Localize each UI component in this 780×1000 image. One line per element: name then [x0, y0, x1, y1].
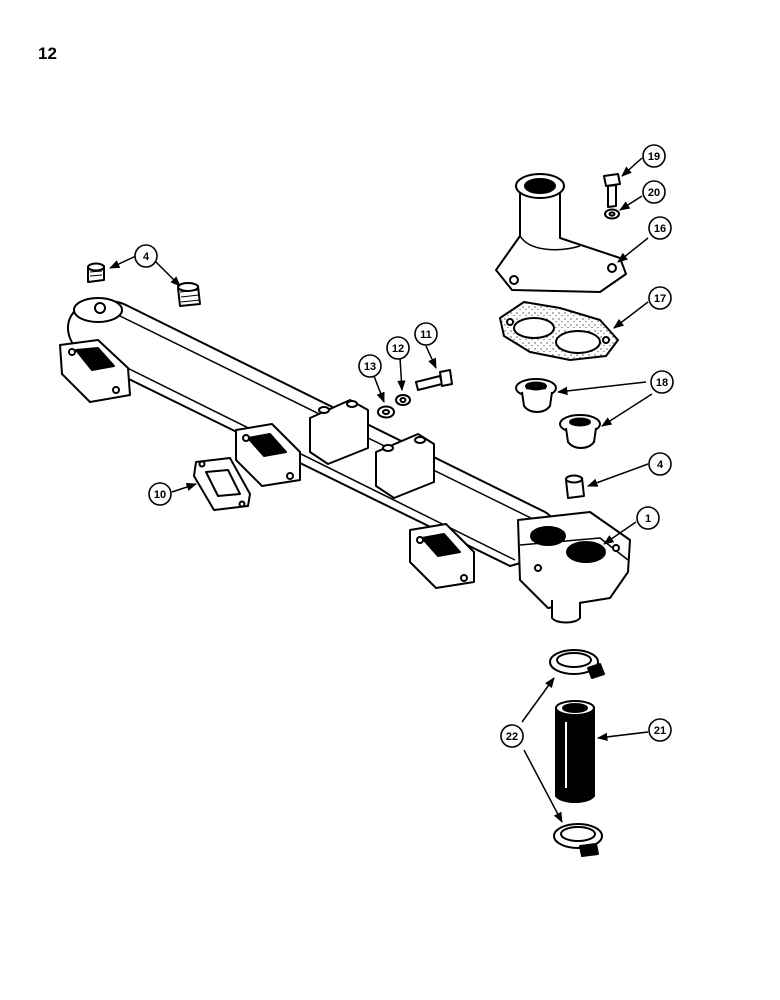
callout-17: 17: [648, 286, 672, 310]
leader-line-12: [397, 357, 406, 392]
thermostat-gasket-17: [499, 301, 619, 361]
leader-line-22-upper: [521, 677, 555, 723]
callout-12: 12: [386, 336, 410, 360]
leader-line-21: [596, 731, 649, 742]
bolt-11: [415, 369, 453, 391]
svg-text:19: 19: [648, 151, 660, 163]
callout-11: 11: [414, 322, 438, 346]
svg-text:18: 18: [656, 377, 668, 389]
plug-4-top-left: [87, 262, 105, 283]
svg-text:4: 4: [657, 459, 664, 471]
leader-line-13: [373, 375, 385, 403]
callout-19: 19: [642, 144, 666, 168]
mounting-boss-left: [309, 399, 369, 465]
leader-line-22-lower: [523, 749, 563, 823]
leader-line-20: [619, 195, 643, 211]
svg-text:1: 1: [645, 513, 651, 525]
svg-text:20: 20: [648, 187, 660, 199]
leader-line-18-upper: [556, 381, 647, 396]
leader-line-16: [617, 237, 649, 263]
leader-line-4b: [587, 463, 649, 487]
svg-text:22: 22: [506, 731, 518, 743]
thermostat-18-lower: [559, 414, 601, 449]
washer-20: [604, 208, 620, 220]
callout-20: 20: [642, 180, 666, 204]
svg-text:13: 13: [364, 361, 376, 373]
exhaust-gasket-10: [193, 457, 251, 511]
callout-4-upper: 4: [134, 244, 158, 268]
center-exhaust-flange: [235, 423, 301, 487]
svg-text:21: 21: [654, 725, 666, 737]
callout-18: 18: [650, 370, 674, 394]
leader-line-10: [171, 483, 197, 493]
leader-line-19: [621, 157, 643, 177]
svg-text:4: 4: [143, 251, 150, 263]
leader-line-4a-threaded: [155, 261, 181, 287]
callout-1: 1: [636, 506, 660, 530]
plug-4-threaded: [177, 282, 201, 307]
svg-text:17: 17: [654, 293, 666, 305]
lock-washer-12: [395, 394, 411, 406]
callout-13: 13: [358, 354, 382, 378]
callout-4-lower: 4: [648, 452, 672, 476]
plug-4-right: [565, 474, 585, 499]
svg-text:10: 10: [154, 489, 166, 501]
leader-line-11: [425, 345, 437, 369]
svg-text:12: 12: [392, 343, 404, 355]
svg-text:11: 11: [420, 329, 432, 341]
front-exhaust-flange: [409, 523, 475, 589]
callout-21: 21: [648, 718, 672, 742]
hose-21: [555, 700, 595, 803]
washer-13: [377, 405, 395, 419]
bolt-19: [603, 173, 621, 208]
mounting-boss-right: [375, 433, 435, 499]
thermostat-housing-16: [495, 173, 627, 293]
page-number: 12: [38, 44, 57, 63]
callout-16: 16: [648, 216, 672, 240]
leader-line-18-lower: [601, 393, 653, 427]
callout-22: 22: [500, 724, 524, 748]
leader-line-4a-plug: [109, 255, 137, 269]
svg-text:16: 16: [654, 223, 666, 235]
leader-line-17: [613, 301, 649, 329]
callout-10: 10: [148, 482, 172, 506]
hose-clamp-22-upper: [549, 649, 605, 679]
thermostat-18-upper: [515, 378, 557, 413]
hose-clamp-22-lower: [553, 823, 603, 857]
leader-line-1: [603, 521, 637, 545]
rear-exhaust-flange: [59, 339, 131, 403]
